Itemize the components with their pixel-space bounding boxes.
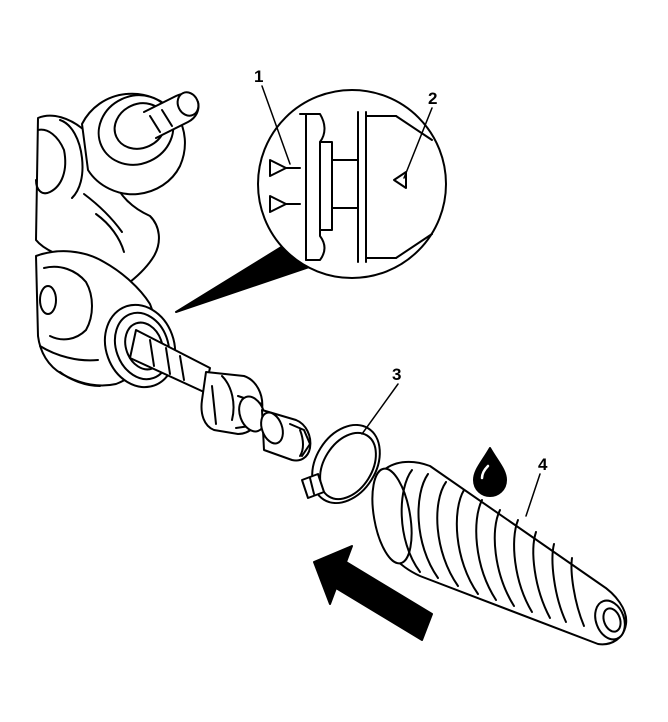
inset-detail-contents bbox=[269, 111, 433, 263]
install-direction-arrow-icon bbox=[313, 545, 433, 641]
callout-2: 2 bbox=[428, 89, 437, 108]
leader-line-4 bbox=[525, 473, 541, 517]
boot-clamp bbox=[301, 423, 381, 505]
inner-tie-rod bbox=[129, 329, 312, 462]
leader-line-2 bbox=[403, 107, 433, 179]
callout-3: 3 bbox=[392, 365, 401, 384]
leader-line-3 bbox=[361, 383, 399, 435]
callout-1: 1 bbox=[254, 67, 263, 86]
fluid-drop-icon bbox=[473, 447, 507, 497]
pinion-fitting bbox=[81, 91, 200, 196]
callout-labels: 1 2 3 4 bbox=[254, 67, 548, 474]
callout-4: 4 bbox=[538, 455, 548, 474]
tie-rod-boot bbox=[371, 460, 628, 646]
detail-inset bbox=[175, 89, 447, 313]
leader-line-1 bbox=[261, 85, 291, 165]
leader-lines bbox=[261, 85, 541, 517]
